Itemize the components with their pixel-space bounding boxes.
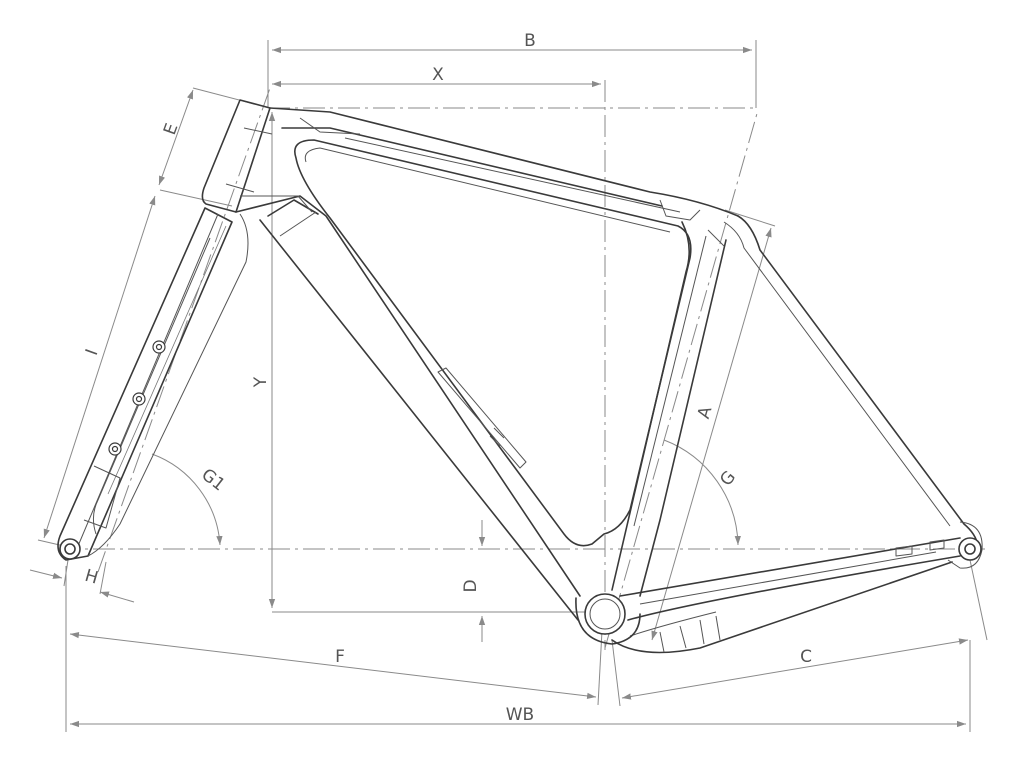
frame-outline: [57, 99, 983, 654]
dimension-labels: B X E I Y A G G1 H D F C WB: [82, 31, 812, 725]
label-d: D: [461, 579, 481, 592]
label-wb: WB: [506, 705, 534, 725]
label-h: H: [82, 566, 100, 589]
label-b: B: [524, 31, 536, 51]
label-e: E: [160, 121, 182, 138]
dimension-lines: [29, 40, 988, 732]
label-g1: G1: [197, 465, 228, 496]
label-g: G: [716, 467, 740, 490]
label-x: X: [432, 65, 444, 85]
label-y: Y: [251, 376, 271, 388]
fork-mount-bolts: [108, 340, 166, 456]
label-a: A: [694, 404, 717, 421]
label-f: F: [335, 647, 345, 667]
bottom-bracket: [584, 593, 626, 635]
rear-axle: [958, 537, 982, 561]
front-axle: [59, 538, 81, 560]
label-i: I: [82, 347, 103, 359]
label-c: C: [800, 647, 812, 667]
